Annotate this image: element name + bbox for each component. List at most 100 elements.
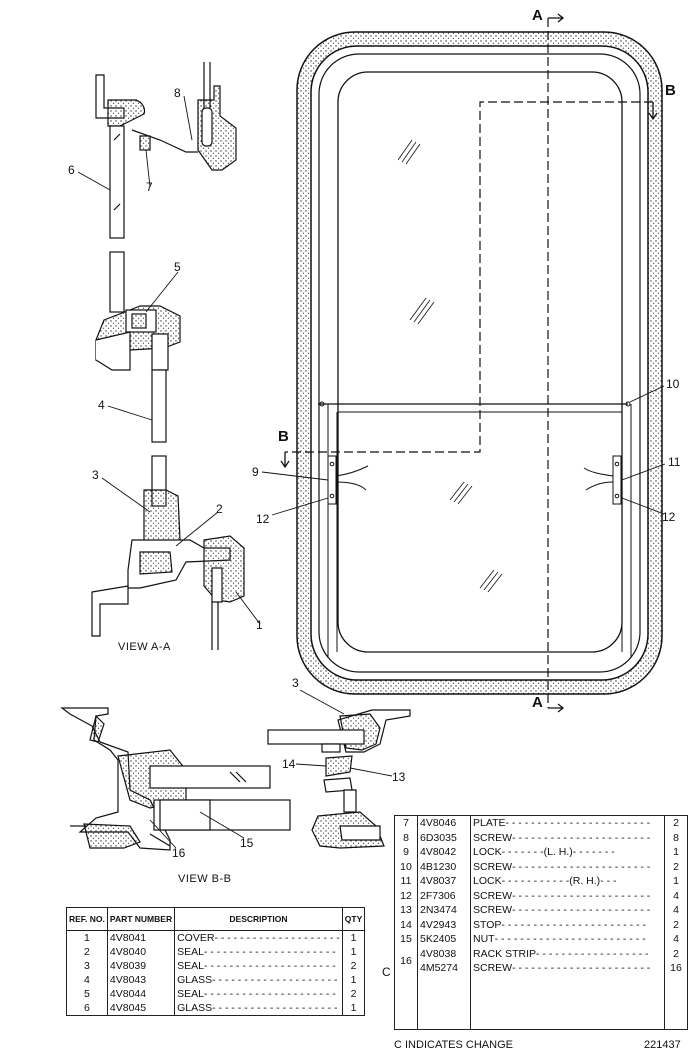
header-description: DESCRIPTION [174,907,343,931]
part-cell: 4B1230 [417,859,471,875]
desc-text: SCREW [473,889,513,902]
callout-12-left: 12 [256,512,270,526]
leader-dots: - - - - - - - - - - - - - - - - - - - - … [512,860,651,873]
leader-dots: - - - - - - - - - - - - - - - - - - - - [214,932,340,944]
ref-cell: 7 [394,815,418,831]
callout-1: 1 [256,618,263,632]
part-cell: 4V8038 [417,946,471,962]
leader-dots: - - - - - - - - - - - - - - - - - - - - … [203,946,336,958]
desc-text: GLASS [177,1002,213,1014]
part-cell: 2N3474 [417,903,471,918]
change-note: C INDICATES CHANGE [394,1039,513,1051]
ref-cell: 13 [394,903,418,918]
desc-cell: GLASS- - - - - - - - - - - - - - - - - -… [174,1001,343,1016]
callout-8: 8 [174,86,181,100]
qty-cell: 1 [341,930,366,945]
qty-cell: 2 [341,987,366,1001]
qty-cell: 1 [341,945,366,959]
qty-cell: 1 [664,845,688,860]
qty-cell: 1 [664,874,688,889]
qty-cell: 2 [341,959,366,973]
header-ref-no: REF. NO. [66,907,108,931]
part-cell: 4V8044 [106,987,176,1001]
leader-dots: - - - - - - - - - - - - - - - - - - - - … [501,918,647,931]
part-cell: 4M5274 [417,961,471,976]
ref-cell: 6 [66,1001,108,1016]
part-cell: 6D3035 [417,830,471,846]
ref-cell: 9 [394,845,418,860]
section-b-right-label: B [665,82,676,99]
leader-dots: - - - - - - - - - - - [501,875,570,888]
leader-dots: - - - - - - - - - - - - - - - - - - - - … [512,889,651,902]
desc-cell: STOP- - - - - - - - - - - - - - - - - - … [470,917,665,933]
callout-3: 3 [92,468,99,482]
desc-cell: RACK STRIP- - - - - - - - - - - - - - - … [470,946,665,962]
desc-cell: LOCK- - - - - - - - - - - (R. H.) - - - [470,874,665,889]
desc-cell: LOCK- - - - - - - (L. H.) - - - - - - - [470,845,665,860]
leader-dots: - - - - - - - - - - - - - - - - - - - - … [512,962,651,975]
ref-cell: 4 [66,973,108,987]
qty-cell: 4 [664,888,688,904]
ref-cell: 10 [394,859,418,875]
leader-dots: - - - - - - - - - - - - - - - - - - - - [212,974,338,986]
desc-note: (R. H.) [569,875,601,888]
desc-text: SCREW [473,831,513,844]
part-cell: 4V8043 [106,973,176,987]
ref-cell: 3 [66,959,108,973]
desc-cell: PLATE- - - - - - - - - - - - - - - - - -… [470,815,665,831]
desc-text: SCREW [473,860,513,873]
desc-text: STOP [473,918,502,931]
header-part-number: PART NUMBER [106,907,176,931]
desc-text: SEAL [177,960,204,972]
part-cell: 4V2943 [417,917,471,933]
table-header-row: REF. NO. PART NUMBER DESCRIPTION QTY [66,907,366,931]
leader-dots: - - - - - - - - - - - - - - - - - - - - … [494,933,646,946]
stop-detail-section [267,689,411,849]
leader-dots: - - - - - - - - - - - - - - - - - - - - … [203,988,336,1000]
qty-cell: 4 [664,932,688,947]
view-bb-section [60,707,291,851]
ref-cell: 14 [394,917,418,933]
section-a-bottom-label: A [532,694,543,711]
qty-cell: 1 [341,973,366,987]
drawing-number: 221437 [644,1039,681,1051]
section-b-left-label: B [278,428,289,445]
desc-text: SEAL [177,988,204,1000]
desc-cell: SCREW- - - - - - - - - - - - - - - - - -… [470,830,665,846]
header-qty: QTY [341,907,366,931]
part-cell: 2F7306 [417,888,471,904]
desc-text: LOCK [473,846,502,859]
desc-text: NUT [473,933,495,946]
view-aa-section [77,62,261,650]
callout-3-lower: 3 [292,676,299,690]
ref-cell: 11 [394,874,418,889]
desc-text: SCREW [473,904,513,917]
leader-dots: - - - - - - - [501,846,544,859]
callout-2: 2 [216,502,223,516]
qty-cell: 2 [664,946,688,962]
callout-16: 16 [172,846,186,860]
leader-dots: - - - - - - - - - - - - - - - - - - - - [212,1002,338,1014]
callout-10: 10 [666,377,680,391]
part-cell: 4V8042 [417,845,471,860]
callout-5: 5 [174,260,181,274]
section-a-top-label: A [532,7,543,24]
desc-cell: SCREW- - - - - - - - - - - - - - - - - -… [470,961,665,976]
callout-6: 6 [68,163,75,177]
desc-text: PLATE [473,817,506,830]
